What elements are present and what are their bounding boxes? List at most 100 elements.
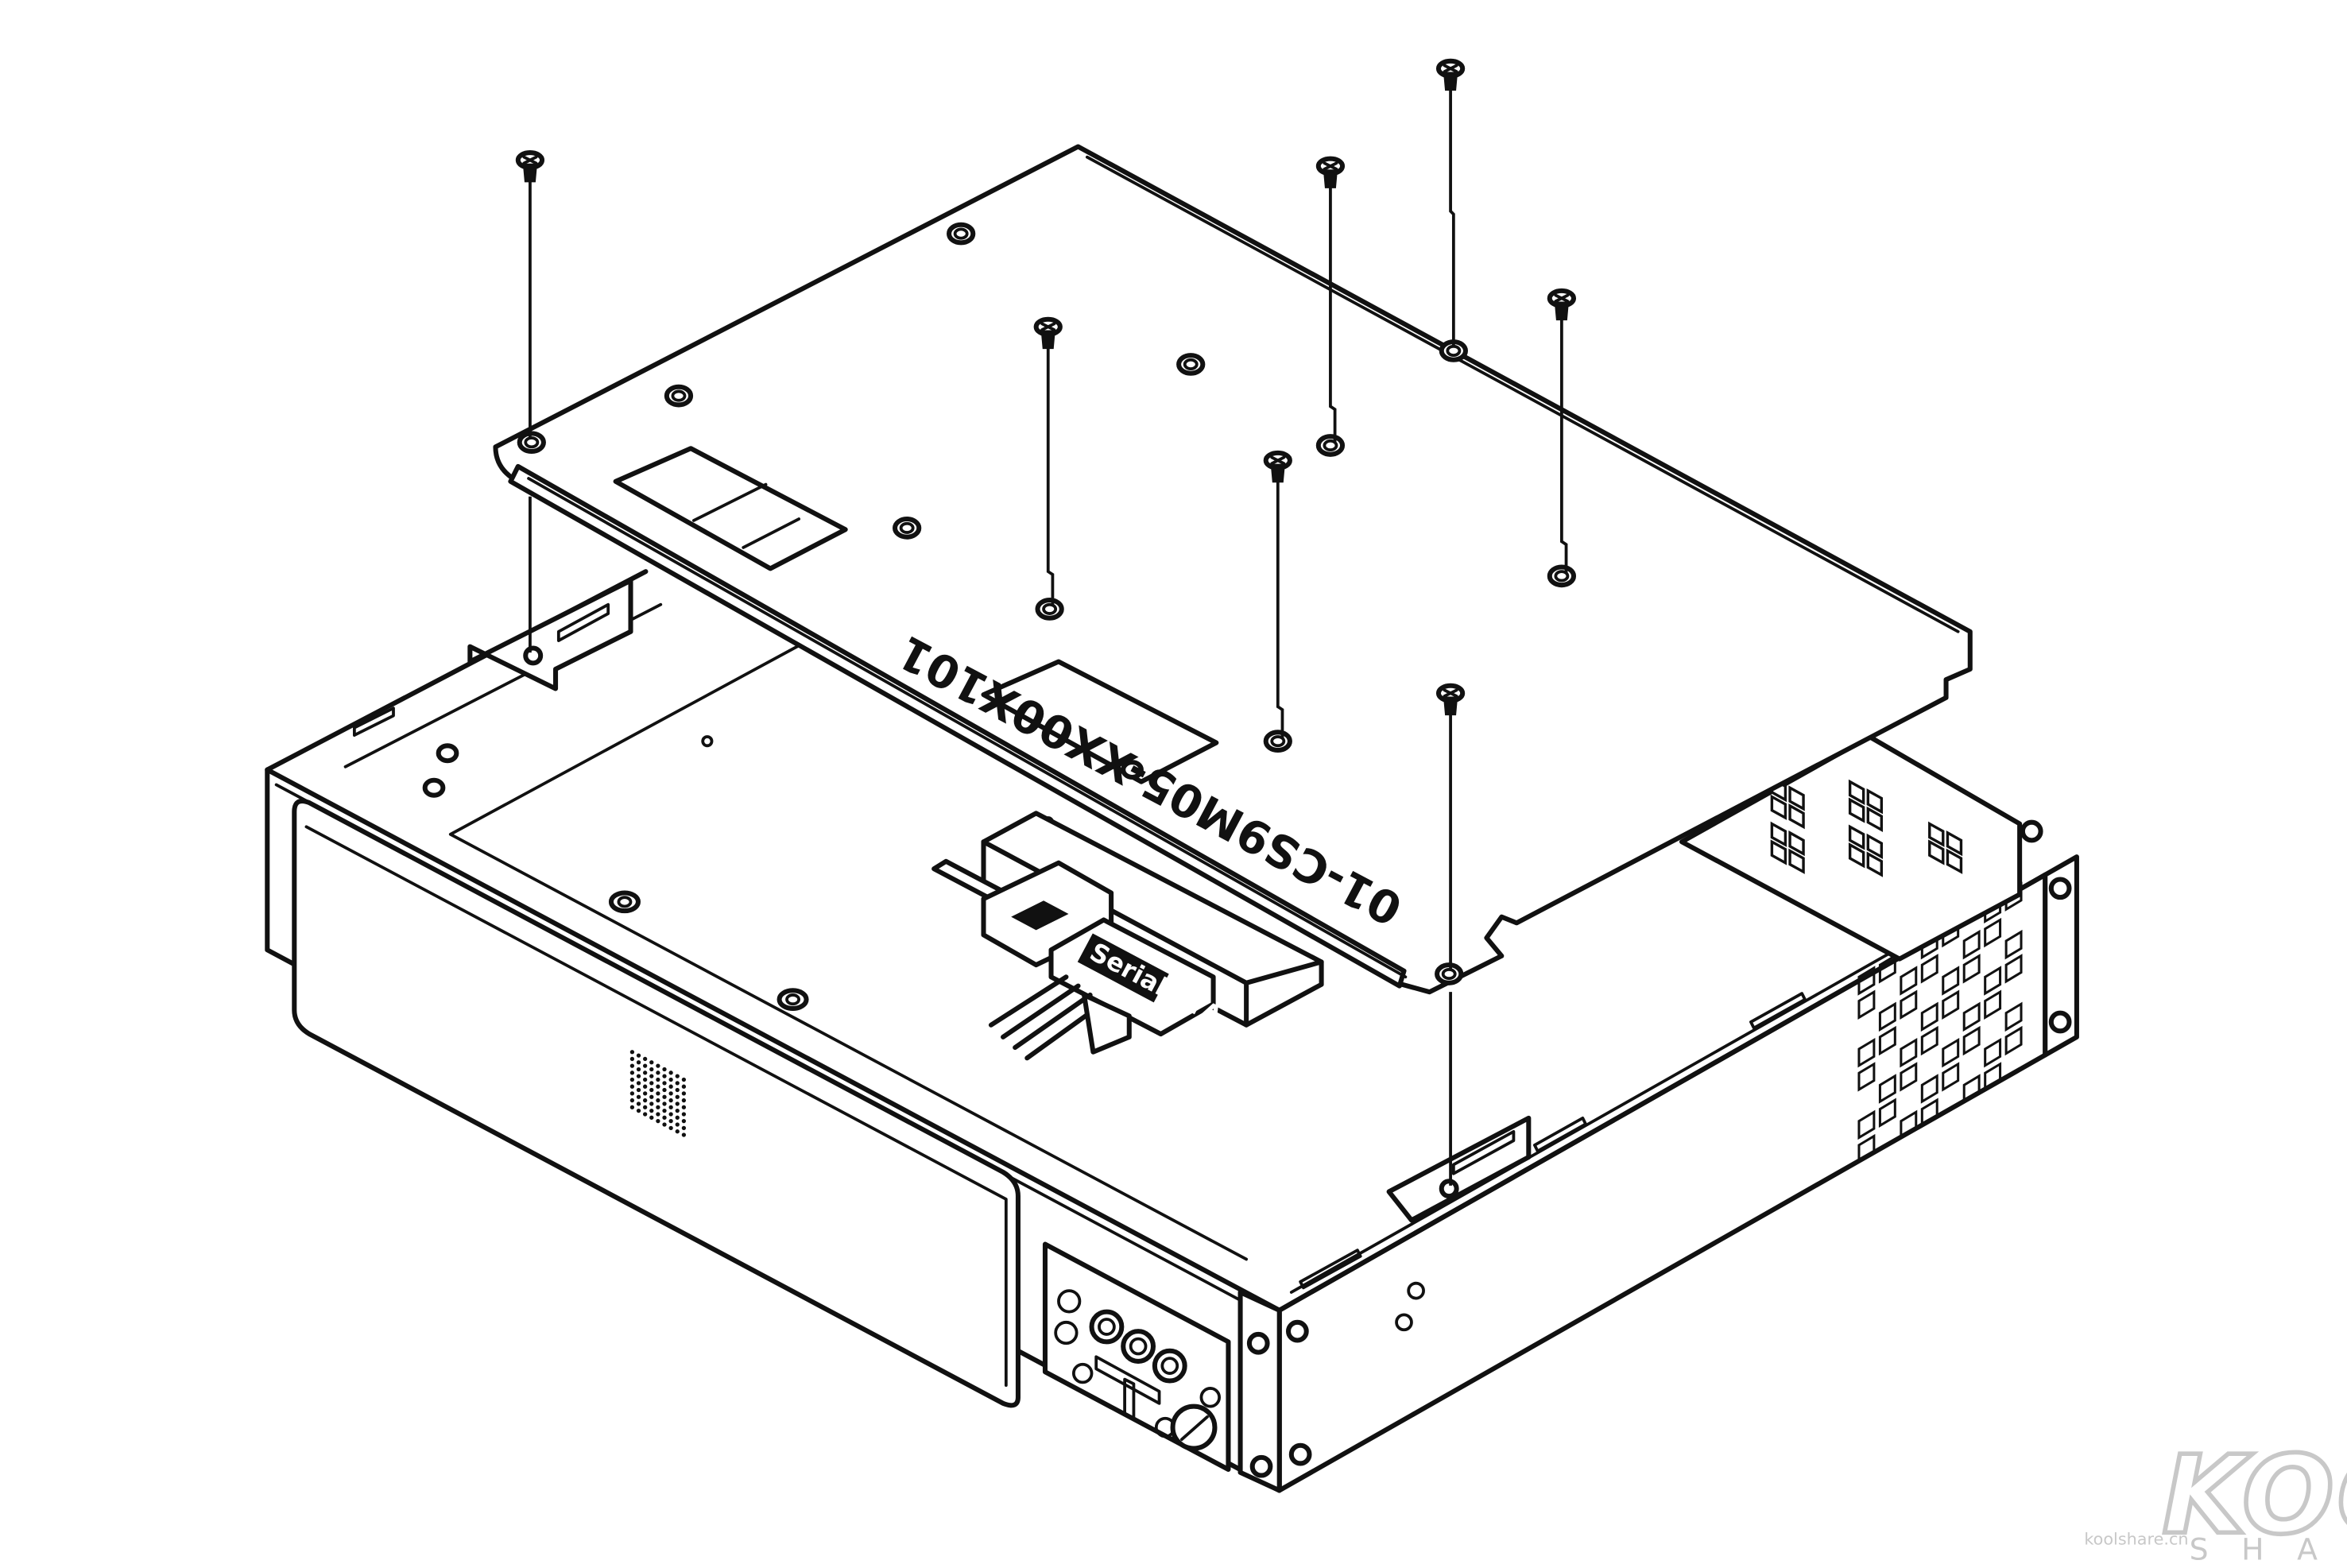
grille-dot: [643, 1098, 648, 1103]
rear-cell: [1928, 821, 1945, 847]
grille-dot: [636, 1074, 641, 1078]
front-panel-window-inner: [304, 825, 1008, 1388]
side-vent-grid: [1857, 881, 2023, 1164]
cover-cutout: [981, 659, 1219, 784]
grille-dot: [649, 1101, 654, 1106]
screw-leader-line: [1449, 87, 1455, 348]
vent-hole: [1900, 1109, 1918, 1140]
cover-front-flange-inner: [527, 477, 1408, 979]
rear-cell: [1848, 797, 1865, 823]
vent-hole: [2004, 1025, 2023, 1056]
vent-hole: [1984, 989, 2002, 1020]
vent-hole: [1857, 1037, 1876, 1068]
grille-dot: [668, 1112, 673, 1117]
grille-dot: [675, 1087, 680, 1093]
vent-hole: [1962, 954, 1981, 984]
grille-dot: [636, 1081, 641, 1086]
cover-mount-hole: [1121, 760, 1144, 780]
vent-hole: [1900, 966, 1918, 996]
grille-dot: [629, 1056, 635, 1062]
vent-hole: [1920, 1098, 1938, 1128]
grille-dot: [636, 1108, 641, 1113]
vent-hole: [1942, 966, 1960, 996]
grille-dot: [668, 1098, 673, 1103]
cover-mount-hole: [1547, 564, 1577, 588]
grille-dot: [668, 1105, 673, 1109]
watermark-tiny: koolshare.cn: [2084, 1529, 2188, 1548]
watermark-brand: KOOL: [2163, 1433, 2347, 1558]
vent-hole: [1900, 1062, 1918, 1092]
grille-dot: [643, 1084, 648, 1089]
vent-hole: [1984, 1037, 2002, 1068]
screw-leader-line: [1329, 182, 1337, 443]
rear-cell-grid: [1770, 776, 1963, 877]
screw-leader-line: [1276, 478, 1284, 738]
vent-hole: [1962, 1025, 1981, 1056]
grille-dot: [649, 1108, 654, 1113]
vent-hole: [1878, 1001, 1896, 1032]
screw-icon: [1033, 316, 1063, 350]
grille-dot: [681, 1119, 687, 1124]
grille-dot: [629, 1105, 635, 1109]
vent-hole: [2004, 954, 2023, 984]
screw-icon: [515, 150, 545, 183]
cover-mount-hole: [1176, 353, 1206, 376]
grille-dot: [636, 1067, 641, 1072]
cover-mount-hole: [1035, 598, 1064, 621]
rear-cell: [1866, 833, 1884, 860]
bracket-tab: [352, 707, 395, 737]
power-cable-wire: [1013, 992, 1093, 1051]
grille-dot: [649, 1060, 654, 1065]
chassis-inner-floor: [448, 637, 1249, 1261]
rear-bezel-post: [2043, 854, 2079, 1058]
watermark-logo: KOOL SHARE koolshare.cn: [2084, 1431, 2347, 1566]
vent-hole: [1920, 1001, 1938, 1032]
grille-dot: [681, 1132, 687, 1137]
side-screw-head: [1246, 1331, 1270, 1355]
vent-hole: [1920, 1074, 1938, 1104]
grille-dot: [662, 1101, 667, 1106]
grille-dot: [681, 1091, 687, 1096]
io-port-hole: [1057, 1289, 1082, 1314]
cover-screws: [515, 58, 1577, 1186]
usb-slot: [1094, 1355, 1161, 1405]
power-cable-wire: [988, 974, 1069, 1028]
grille-dot: [656, 1084, 660, 1089]
vent-hole: [1900, 989, 1918, 1020]
grille-dot: [675, 1122, 680, 1127]
rear-cell: [1866, 806, 1884, 833]
grille-dot: [643, 1091, 648, 1096]
grille-dot: [668, 1091, 673, 1096]
vent-hole: [1920, 954, 1938, 984]
vent-hole: [1984, 966, 2002, 996]
rear-cell: [1788, 803, 1805, 830]
grille-dot: [636, 1094, 641, 1099]
vent-hole: [1962, 929, 1981, 960]
vent-hole: [1857, 989, 1876, 1020]
grille-dot: [649, 1115, 654, 1120]
rear-cell: [1866, 788, 1884, 815]
side-screw-head: [1286, 1319, 1309, 1343]
grille-dot: [675, 1074, 680, 1078]
grille-dot: [656, 1105, 660, 1109]
rear-left-bracket: [467, 578, 633, 691]
rear-cell: [1788, 848, 1805, 874]
side-mount-hole: [1407, 1281, 1425, 1300]
grille-dot: [668, 1077, 673, 1082]
vent-hole: [1942, 989, 1960, 1020]
grille-dot: [656, 1077, 660, 1082]
grille-dot: [629, 1098, 635, 1103]
vent-hole: [1942, 1062, 1960, 1092]
grille-dot: [656, 1070, 660, 1075]
grille-dot: [656, 1112, 660, 1117]
side-screw-head: [2020, 819, 2043, 843]
power-cable-wire: [1001, 983, 1081, 1040]
io-port-jack: [1152, 1348, 1187, 1384]
screw-icon: [1435, 683, 1466, 716]
grille-dot: [629, 1050, 635, 1055]
power-cable-boot: [1082, 992, 1132, 1055]
grille-dot: [649, 1094, 654, 1099]
screw-icon: [1547, 288, 1577, 321]
usb-slot: [1123, 1377, 1136, 1420]
grille-dot: [681, 1112, 687, 1117]
